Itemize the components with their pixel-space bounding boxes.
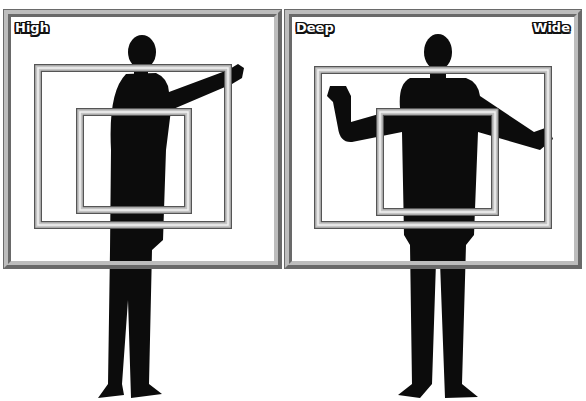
- panel-label: Deep: [296, 20, 334, 35]
- neck: [430, 64, 446, 80]
- head: [128, 35, 156, 69]
- frame-inner-right: [380, 112, 495, 212]
- frame-panel: High: [4, 10, 281, 268]
- panel-label: High: [15, 20, 49, 35]
- head: [424, 34, 452, 70]
- body: [327, 78, 553, 398]
- panel-label: Wide: [533, 20, 570, 35]
- neck: [134, 62, 148, 76]
- frame-middle-left: [38, 68, 228, 225]
- frame-middle-right: [318, 70, 548, 225]
- frame-inner-left: [80, 112, 188, 210]
- person-profile: [98, 35, 244, 398]
- person-front: [327, 34, 553, 398]
- frame-panel: Deep Wide: [285, 10, 581, 268]
- body: [98, 64, 244, 398]
